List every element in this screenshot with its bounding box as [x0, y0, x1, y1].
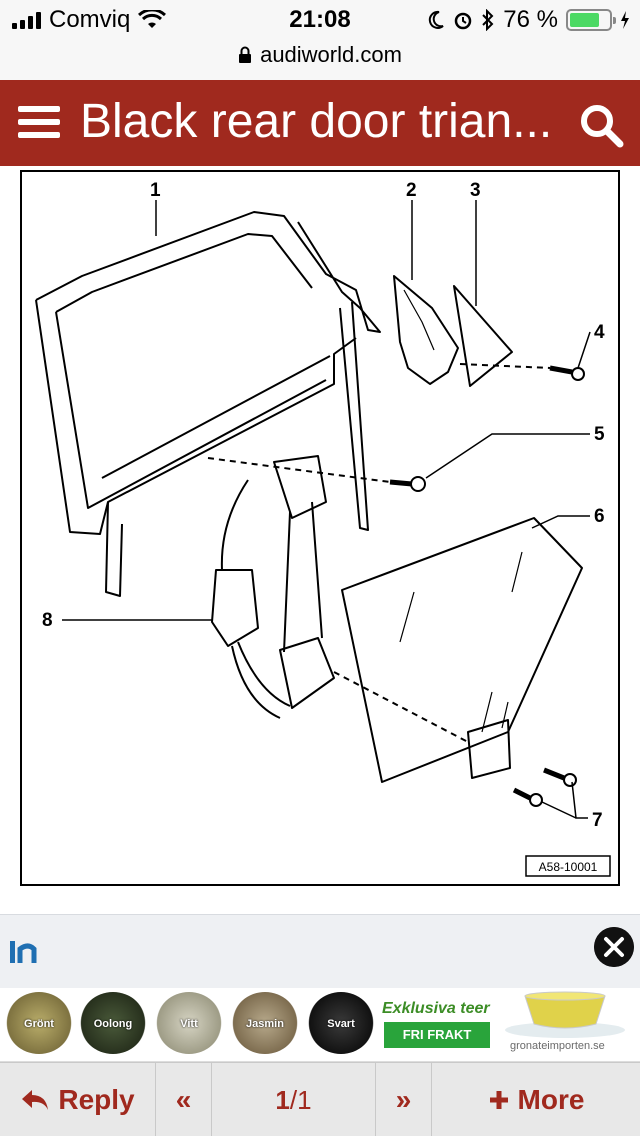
search-icon[interactable] [578, 102, 624, 148]
window-glass-part [341, 517, 583, 783]
first-page-button[interactable]: « [156, 1063, 212, 1136]
figure-code: A58-10001 [539, 860, 598, 874]
status-left: Comviq [12, 6, 167, 34]
reply-label: Reply [58, 1084, 135, 1115]
site-header: Black rear door trian... [0, 80, 640, 166]
ad-domain: gronateimporten.se [510, 1040, 605, 1052]
screw-part-4 [549, 365, 585, 381]
parts-diagram[interactable]: 1 2 3 4 5 6 7 8 A58-10001 [20, 170, 620, 886]
moon-icon [429, 10, 444, 29]
reply-button[interactable]: Reply [0, 1063, 156, 1136]
ad-cta-button[interactable]: FRI FRAKT [384, 1022, 490, 1048]
screw-part-5 [389, 476, 426, 492]
callout-1: 1 [150, 180, 161, 201]
callout-3: 3 [470, 180, 481, 201]
ad-network-logo-icon [10, 941, 37, 963]
triangle-bracket-part [393, 275, 459, 385]
charging-icon [621, 11, 629, 29]
status-time: 21:08 [289, 6, 351, 33]
url-bar[interactable]: audiworld.com [0, 40, 640, 80]
lock-icon [239, 46, 252, 63]
carrier-name: Comviq [49, 6, 131, 33]
ad-bar [0, 914, 640, 988]
battery-fill [570, 13, 599, 27]
url-domain: audiworld.com [260, 42, 402, 67]
wifi-icon [138, 10, 167, 28]
plus-icon [489, 1091, 508, 1109]
callout-8: 8 [42, 610, 53, 631]
triangle-cover-part [453, 285, 513, 387]
callout-4: 4 [594, 322, 605, 343]
ad-banner[interactable]: Grönt Oolong Vitt Jasmin Svart Exklusiva… [0, 988, 640, 1062]
signal-icon [12, 11, 41, 29]
bottom-toolbar: Reply « 1/1 » More [0, 1062, 640, 1136]
door-frame-part [35, 211, 381, 597]
tea-item: Jasmin [232, 992, 298, 1054]
battery-percent: 76 % [503, 6, 558, 33]
status-bar: Comviq 21:08 76 % [0, 0, 640, 40]
window-regulator-part [211, 455, 335, 719]
parts-diagram-svg: 1 2 3 4 5 6 7 8 A58-10001 [35, 180, 611, 877]
double-chevron-left-icon: « [175, 1084, 192, 1115]
more-button[interactable]: More [432, 1063, 640, 1136]
callout-5: 5 [594, 424, 605, 445]
page-indicator[interactable]: 1/1 [212, 1063, 376, 1136]
ad-headline: Exklusiva teer [382, 1000, 490, 1017]
bluetooth-icon [482, 9, 494, 31]
page-total: /1 [289, 1084, 312, 1115]
callout-7: 7 [592, 810, 603, 831]
tea-item: Vitt [156, 992, 222, 1054]
page-title: Black rear door trian... [80, 95, 553, 148]
tea-cup-icon [505, 991, 625, 1038]
tea-item: Grönt [6, 992, 72, 1054]
hamburger-menu-icon[interactable] [18, 102, 60, 142]
callout-2: 2 [406, 180, 417, 201]
status-right: 76 % [427, 6, 630, 34]
close-icon[interactable] [594, 927, 634, 967]
alarm-icon [455, 12, 472, 30]
battery-icon [566, 9, 616, 31]
reply-arrow-icon [22, 1090, 49, 1110]
callout-6: 6 [594, 506, 605, 527]
tea-item: Oolong [80, 992, 146, 1054]
more-label: More [517, 1084, 585, 1115]
double-chevron-right-icon: » [395, 1084, 412, 1115]
tea-item: Svart [308, 992, 374, 1054]
bolt-parts-7 [512, 767, 577, 807]
page-current: 1 [275, 1084, 290, 1115]
last-page-button[interactable]: » [376, 1063, 432, 1136]
